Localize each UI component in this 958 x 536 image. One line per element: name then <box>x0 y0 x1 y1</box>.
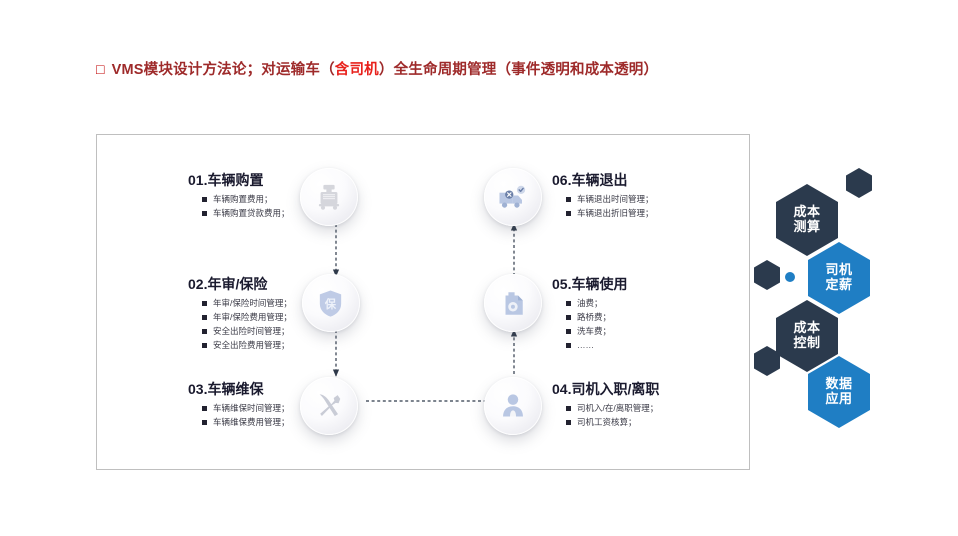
node-04-title: 04.司机入职/离职 <box>552 381 660 397</box>
node-06-vehicle-retirement[interactable]: 06.车辆退出 车辆退出时间管理； 车辆退出折旧管理； <box>484 168 654 226</box>
node-02-text: 02.年审/保险 年审/保险时间管理； 年审/保险费用管理； 安全出险时间管理；… <box>188 276 292 352</box>
node-06-list: 车辆退出时间管理； 车辆退出折旧管理； <box>552 192 654 220</box>
hexagon-driver-salary[interactable]: 司机 定薪 <box>808 242 870 314</box>
list-item: 车辆购置费用； <box>202 192 290 206</box>
decor-hex-dark-bottom <box>754 346 780 376</box>
node-06-text: 06.车辆退出 车辆退出时间管理； 车辆退出折旧管理； <box>552 172 654 220</box>
node-01-icon-disk <box>299 168 358 226</box>
shield-insurance-icon: 保 <box>320 290 342 317</box>
list-item: 车辆退出折旧管理； <box>566 206 654 220</box>
node-05-text: 05.车辆使用 油费； 路桥费； 洗车费； …… <box>552 276 627 352</box>
list-item: 年审/保险费用管理； <box>202 310 292 324</box>
node-04-list: 司机入/在/离职管理； 司机工资核算； <box>552 401 659 429</box>
node-03-text: 03.车辆维保 车辆维保时间管理； 车辆维保费用管理； <box>188 381 290 429</box>
title-part-3: ）全生命周期管理（事件透明和成本透明） <box>378 62 659 78</box>
node-03-title: 03.车辆维保 <box>188 381 264 397</box>
wrench-screwdriver-icon <box>319 394 340 417</box>
node-04-icon-disk <box>484 377 542 435</box>
node-01-list: 车辆购置费用； 车辆购置贷款费用； <box>188 192 290 220</box>
node-02-icon-disk: 保 <box>301 274 360 332</box>
hexagon-cluster: 成本 测算 司机 定薪 成本 控制 数据 应用 <box>752 168 892 428</box>
hexagon-cost-estimation-label: 成本 测算 <box>793 204 821 234</box>
list-item: 车辆维保费用管理； <box>202 415 290 429</box>
node-03-list: 车辆维保时间管理； 车辆维保费用管理； <box>188 401 290 429</box>
truck-icon <box>318 184 339 210</box>
node-06-title: 06.车辆退出 <box>552 172 628 188</box>
node-02-inspection-insurance[interactable]: 02.年审/保险 年审/保险时间管理； 年审/保险费用管理； 安全出险时间管理；… <box>188 274 360 352</box>
node-05-title: 05.车辆使用 <box>552 276 628 292</box>
node-01-vehicle-purchase[interactable]: 01.车辆购置 车辆购置费用； 车辆购置贷款费用； <box>188 168 358 226</box>
decor-dot-blue-mid <box>785 272 795 282</box>
person-icon <box>503 394 523 417</box>
list-item: 安全出险费用管理； <box>202 338 292 352</box>
list-item: 安全出险时间管理； <box>202 324 292 338</box>
flow-connectors <box>332 223 518 405</box>
node-05-icon-disk <box>484 274 542 332</box>
decor-hex-dark-top <box>846 168 872 198</box>
title-part-highlight: 含司机 <box>334 62 379 78</box>
hexagon-driver-salary-label: 司机 定薪 <box>825 262 853 292</box>
list-item: 司机入/在/离职管理； <box>566 401 659 415</box>
title-square-bullet-icon: □ <box>96 60 105 77</box>
node-01-title: 01.车辆购置 <box>188 172 264 188</box>
page-title: □ VMS模块设计方法论；对运输车（ 含司机 ）全生命周期管理（事件透明和成本透… <box>96 58 658 79</box>
hexagon-cost-control-label: 成本 控制 <box>793 320 821 350</box>
list-item: 路桥费； <box>566 310 627 324</box>
list-item: 车辆维保时间管理； <box>202 401 290 415</box>
node-06-icon-disk <box>484 168 542 226</box>
truck-exit-icon <box>499 185 526 208</box>
node-02-list: 年审/保险时间管理； 年审/保险费用管理； 安全出险时间管理； 安全出险费用管理… <box>188 296 292 352</box>
hexagon-data-application-label: 数据 应用 <box>825 376 853 406</box>
node-05-list: 油费； 路桥费； 洗车费； …… <box>552 296 627 352</box>
node-03-vehicle-maintenance[interactable]: 03.车辆维保 车辆维保时间管理； 车辆维保费用管理； <box>188 377 358 435</box>
title-part-1: VMS模块设计方法论；对运输车（ <box>111 62 335 78</box>
list-item: 车辆购置贷款费用； <box>202 206 290 220</box>
list-item: 车辆退出时间管理； <box>566 192 654 206</box>
node-04-text: 04.司机入职/离职 司机入/在/离职管理； 司机工资核算； <box>552 381 659 429</box>
list-item: 年审/保险时间管理； <box>202 296 292 310</box>
node-04-driver-onboarding[interactable]: 04.司机入职/离职 司机入/在/离职管理； 司机工资核算； <box>484 377 659 435</box>
hexagon-cost-control[interactable]: 成本 控制 <box>776 300 838 372</box>
node-03-icon-disk <box>299 377 358 435</box>
list-item: 油费； <box>566 296 627 310</box>
node-02-title: 02.年审/保险 <box>188 276 268 292</box>
oil-can-icon <box>505 291 523 315</box>
node-05-vehicle-usage[interactable]: 05.车辆使用 油费； 路桥费； 洗车费； …… <box>484 274 627 352</box>
hexagon-cost-estimation[interactable]: 成本 测算 <box>776 184 838 256</box>
list-item: 司机工资核算； <box>566 415 659 429</box>
node-01-text: 01.车辆购置 车辆购置费用； 车辆购置贷款费用； <box>188 172 290 220</box>
hexagon-data-application[interactable]: 数据 应用 <box>808 356 870 428</box>
decor-hex-dark-mid <box>754 260 780 290</box>
list-item: …… <box>566 338 627 352</box>
list-item: 洗车费； <box>566 324 627 338</box>
svg-text:保: 保 <box>324 296 337 310</box>
